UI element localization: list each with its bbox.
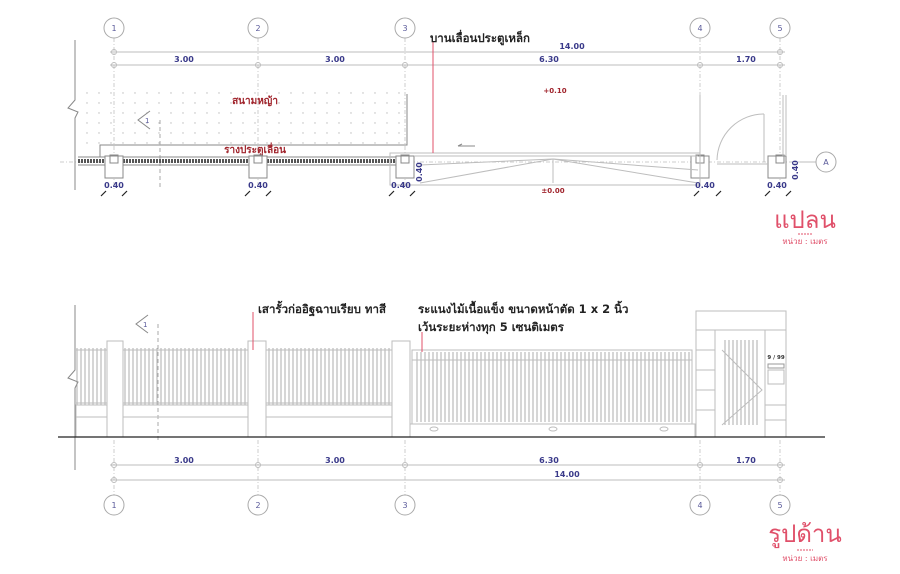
elev-dim-seg-1: 3.00 bbox=[174, 456, 194, 465]
lawn-area bbox=[78, 92, 405, 147]
svg-text:1: 1 bbox=[111, 501, 116, 510]
svg-text:4: 4 bbox=[697, 24, 702, 33]
plan-title: แปลน bbox=[774, 206, 836, 234]
elev-grid-bubble-3: 3 bbox=[394, 494, 416, 516]
svg-text:2: 2 bbox=[255, 501, 260, 510]
rail-label: รางประตูเลื่อน bbox=[224, 142, 286, 157]
elevation-view: 1 9 / 99 bbox=[58, 300, 842, 563]
slat-note-2: เว้นระยะห่างทุก 5 เซนติเมตร bbox=[418, 320, 565, 335]
grid-bubble-3: 3 bbox=[394, 17, 416, 39]
svg-text:0.40: 0.40 bbox=[104, 181, 124, 190]
svg-text:2: 2 bbox=[255, 24, 260, 33]
gate-wheels bbox=[429, 426, 669, 432]
sliding-gate-plan bbox=[389, 143, 701, 186]
section-mark: 1 bbox=[137, 110, 161, 190]
elev-grid-lines bbox=[113, 440, 781, 495]
address-plate: 9 / 99 bbox=[767, 355, 784, 361]
svg-text:0.40: 0.40 bbox=[791, 160, 800, 180]
lawn-edge bbox=[99, 94, 408, 157]
elevation-unit: หน่วย : เมตร bbox=[782, 554, 828, 563]
plan-posts bbox=[104, 154, 787, 179]
svg-text:5: 5 bbox=[777, 501, 782, 510]
svg-text:1: 1 bbox=[111, 24, 116, 33]
break-line bbox=[67, 40, 79, 190]
gate-label: บานเลื่อนประตูเหล็ก bbox=[430, 29, 530, 46]
fence-pillars bbox=[106, 340, 411, 438]
name-plate bbox=[767, 363, 785, 369]
elev-grid-bubble-4: 4 bbox=[689, 494, 711, 516]
svg-text:1: 1 bbox=[143, 321, 147, 329]
svg-text:0.40: 0.40 bbox=[248, 181, 268, 190]
elev-dim-total: 14.00 bbox=[554, 470, 580, 479]
grid-bubble-4: 4 bbox=[689, 17, 711, 39]
fence-rail bbox=[78, 159, 405, 163]
elev-dim-seg-4: 1.70 bbox=[736, 456, 756, 465]
fence-panel bbox=[266, 348, 392, 405]
grid-bubble-2: 2 bbox=[247, 17, 269, 39]
elev-dim-seg-3: 6.30 bbox=[539, 456, 559, 465]
svg-text:0.40: 0.40 bbox=[767, 181, 787, 190]
svg-text:0.40: 0.40 bbox=[415, 162, 424, 182]
svg-text:0.40: 0.40 bbox=[695, 181, 715, 190]
dim-seg-1: 3.00 bbox=[174, 55, 194, 64]
fence-panel bbox=[76, 348, 107, 405]
sliding-gate-elevation bbox=[414, 352, 690, 422]
svg-text:4: 4 bbox=[697, 501, 702, 510]
elev-grid-bubble-1: 1 bbox=[103, 494, 125, 516]
post-note: เสารั้วก่ออิฐฉาบเรียบ ทาสี bbox=[258, 300, 387, 317]
plan-view: 1 2 3 4 5 A 14.00 3.00 3.00 6.30 1.70 สน… bbox=[60, 17, 837, 246]
svg-text:1: 1 bbox=[145, 117, 149, 125]
svg-text:A: A bbox=[823, 158, 829, 167]
fence-panel bbox=[123, 348, 248, 405]
svg-text:5: 5 bbox=[777, 24, 782, 33]
level-high: +0.10 bbox=[543, 87, 566, 95]
svg-text:0.40: 0.40 bbox=[391, 181, 411, 190]
elev-dim-seg-2: 3.00 bbox=[325, 456, 345, 465]
grid-bubble-5: 5 bbox=[769, 17, 791, 39]
plan-unit: หน่วย : เมตร bbox=[782, 237, 828, 246]
elev-grid-bubble-2: 2 bbox=[247, 494, 269, 516]
dim-total: 14.00 bbox=[559, 42, 585, 51]
grid-bubble-a: A bbox=[800, 151, 837, 173]
level-zero: ±0.00 bbox=[541, 187, 564, 195]
dim-seg-2: 3.00 bbox=[325, 55, 345, 64]
pedestrian-door-plan bbox=[699, 95, 787, 165]
dim-seg-3: 6.30 bbox=[539, 55, 559, 64]
svg-text:3: 3 bbox=[402, 501, 407, 510]
post-dims: 0.40 0.40 0.40 0.40 0.40 0.40 0.40 bbox=[100, 160, 800, 197]
svg-text:3: 3 bbox=[402, 24, 407, 33]
elev-grid-bubble-5: 5 bbox=[769, 494, 791, 516]
dim-seg-4: 1.70 bbox=[736, 55, 756, 64]
mailbox bbox=[767, 369, 785, 385]
door-swing-mark bbox=[721, 349, 763, 426]
lawn-label: สนามหญ้า bbox=[232, 95, 278, 107]
grid-bubble-1: 1 bbox=[103, 17, 125, 39]
elevation-title: รูปด้าน bbox=[768, 520, 842, 549]
slat-note-1: ระแนงไม้เนื้อแข็ง ขนาดหน้าตัด 1 x 2 นิ้ว bbox=[418, 300, 628, 316]
break-line-elev bbox=[67, 305, 79, 470]
